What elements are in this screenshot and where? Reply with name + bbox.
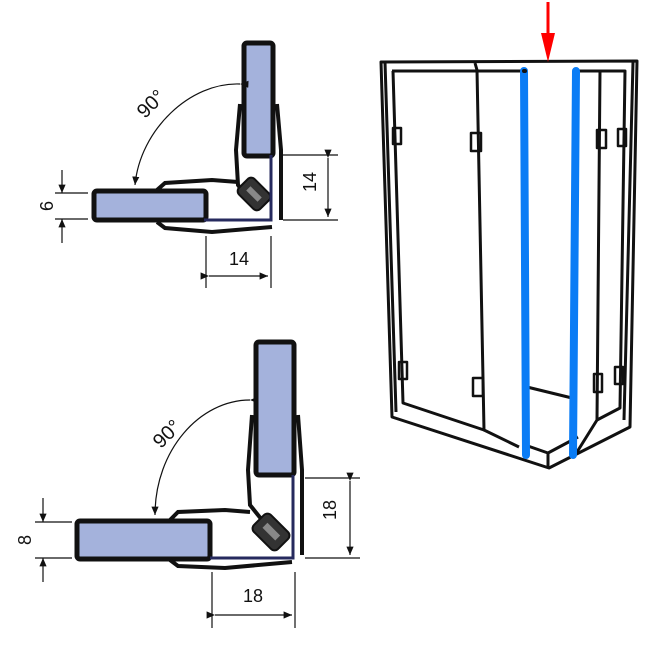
bottom-corner-profile: 90° 8 18 18 <box>15 339 360 628</box>
vertical-dimension-label: 14 <box>300 172 320 192</box>
outer-frame <box>379 59 639 470</box>
vertical-glass-panel <box>253 339 297 478</box>
glass-thickness-label: 6 <box>37 201 57 211</box>
magnet-core <box>262 522 281 541</box>
dimension-lines <box>35 472 360 628</box>
vertical-glass-panel <box>241 40 276 159</box>
angle-label: 90° <box>149 416 186 453</box>
shower-enclosure-illustration <box>379 59 639 470</box>
inner-frame-right <box>575 61 635 422</box>
vertical-dimension-label: 18 <box>320 500 340 520</box>
horizontal-dimension-label: 14 <box>229 249 249 269</box>
inner-seal-line <box>204 155 273 222</box>
right-door-edge <box>575 70 602 453</box>
angle-arc <box>132 80 249 186</box>
glass-thickness-label: 8 <box>15 535 35 545</box>
base-front <box>524 435 579 468</box>
dimension-lines <box>55 149 338 288</box>
magnet-core <box>246 186 262 202</box>
handle-bar <box>526 385 573 400</box>
horizontal-dimension-label: 18 <box>243 586 263 606</box>
horizontal-glass-panel <box>74 518 213 562</box>
red-arrow-icon <box>541 2 555 62</box>
horizontal-glass-panel <box>91 188 209 223</box>
inner-seal-line <box>210 475 295 560</box>
angle-label: 90° <box>133 86 170 123</box>
left-door-edge <box>473 62 520 449</box>
top-corner-profile: 90° 6 14 14 <box>37 40 338 288</box>
right-seal-highlight <box>569 67 580 459</box>
inner-frame-left <box>383 61 522 432</box>
hinges <box>391 126 628 398</box>
angle-arc <box>151 396 259 516</box>
left-seal-highlight <box>520 67 530 459</box>
